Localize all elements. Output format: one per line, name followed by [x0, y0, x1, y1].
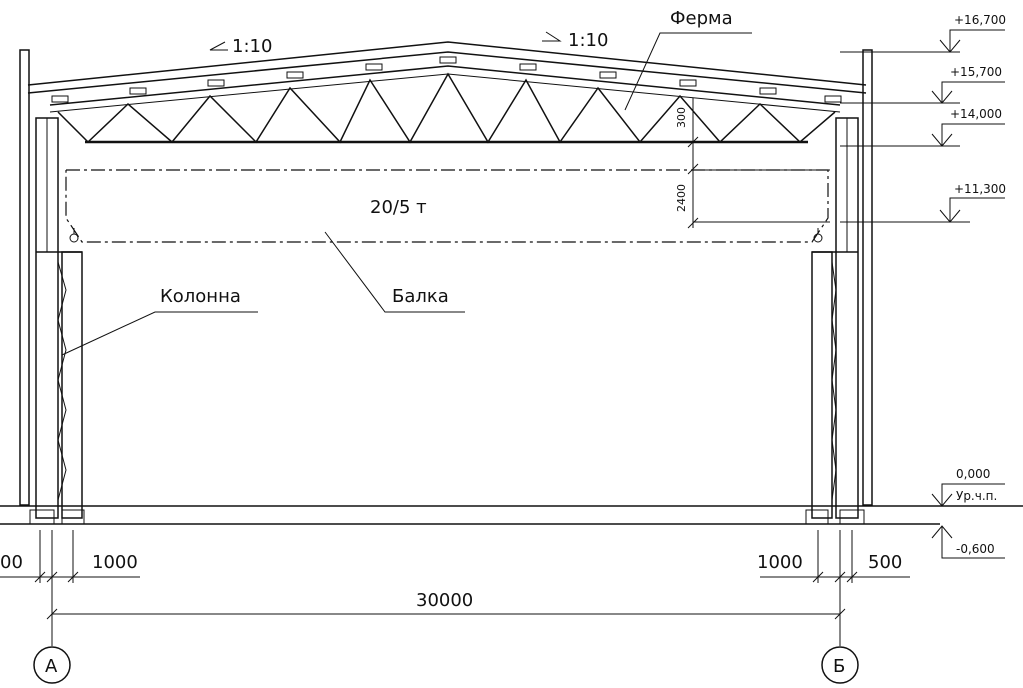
beam-label: Балка	[392, 286, 449, 307]
column-right	[805, 117, 865, 525]
level-minus-600: -0,600	[956, 542, 995, 556]
floor	[0, 505, 1023, 525]
dim-left-cut: 00	[0, 552, 23, 573]
slope-label-left: 1:10	[232, 36, 272, 57]
level-floor-note: Ур.ч.п.	[956, 489, 997, 503]
roof	[27, 41, 867, 113]
axis-label-b: Б	[833, 656, 845, 677]
dim-span: 30000	[416, 590, 473, 611]
level-15700: +15,700	[950, 65, 1002, 79]
column-leader	[61, 311, 258, 356]
crane-capacity-label: 20/5 т	[370, 197, 427, 218]
crane-outline	[65, 169, 829, 243]
truss-label: Ферма	[670, 8, 733, 29]
truss-leader	[624, 32, 752, 111]
level-0000: 0,000	[956, 467, 990, 481]
column-label: Колонна	[160, 286, 241, 307]
truss-height-dimension	[687, 98, 699, 148]
dim-right-step: 1000	[757, 552, 803, 573]
clearance-dimension	[687, 148, 830, 229]
axis-marker-b	[821, 646, 859, 684]
right-wall	[862, 49, 873, 506]
left-wall	[19, 49, 30, 506]
level-11300: +11,300	[954, 182, 1006, 196]
level-16700: +16,700	[954, 13, 1006, 27]
beam-leader	[324, 231, 465, 313]
clearance-value: 2400	[675, 184, 688, 212]
crane-rail-right	[813, 228, 823, 243]
slope-label-right: 1:10	[568, 30, 608, 51]
axis-label-a: А	[45, 656, 58, 677]
level-marks	[840, 29, 1005, 559]
horizontal-dimensions	[0, 530, 910, 646]
slope-arrow-right	[542, 31, 562, 42]
truss	[57, 72, 836, 144]
dim-right-offset: 500	[868, 552, 902, 573]
column-left	[29, 117, 85, 525]
truss-height-value: 300	[675, 107, 688, 128]
level-14000: +14,000	[950, 107, 1002, 121]
dim-left-step: 1000	[92, 552, 138, 573]
slope-arrow-left	[209, 41, 228, 51]
axis-marker-a	[33, 646, 71, 684]
